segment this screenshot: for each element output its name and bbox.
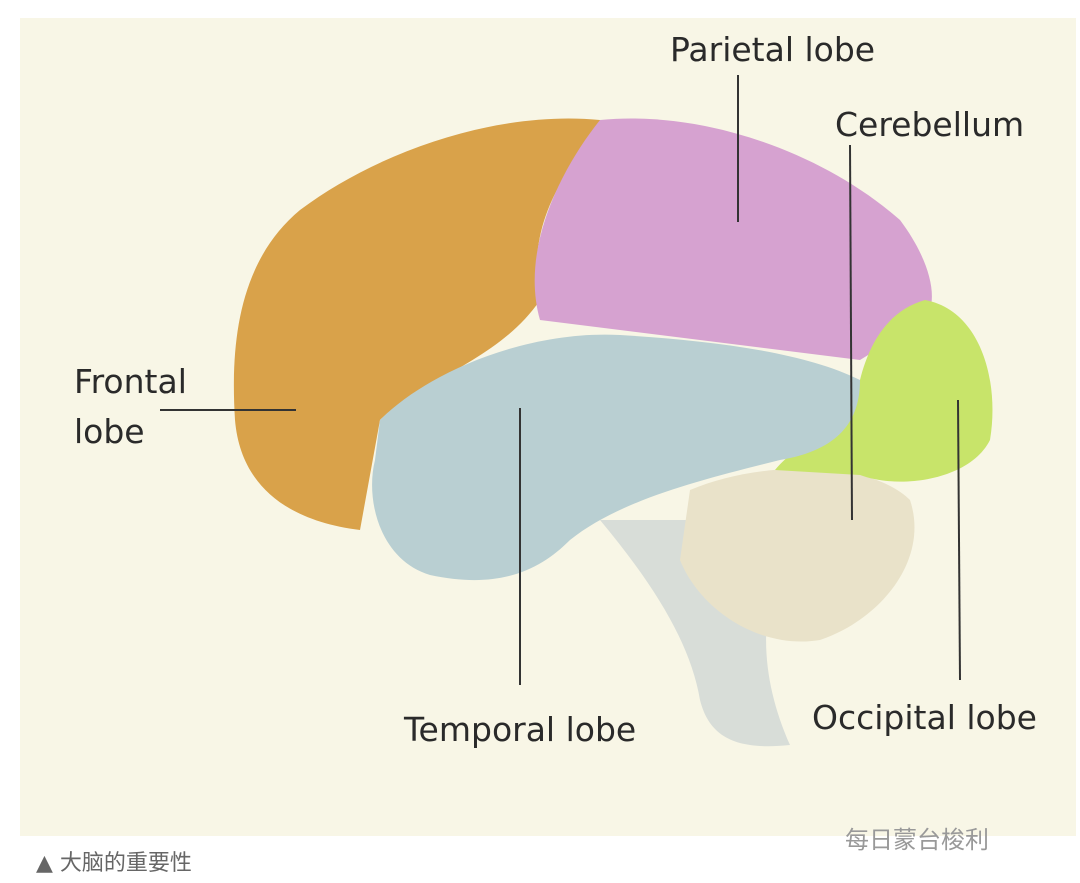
temporal-lobe-label: Temporal lobe (404, 710, 637, 749)
frontal-lobe-label-line1: Frontal (74, 362, 187, 401)
watermark: 每日蒙台梭利 (845, 826, 989, 854)
leader-lines (160, 75, 961, 685)
cerebellum-leader-line (849, 144, 853, 521)
frontal-lobe-label-line2: lobe (74, 412, 145, 451)
temporal-lobe (372, 334, 860, 581)
occipital-lobe-label: Occipital lobe (812, 698, 1037, 737)
figure-caption: ▲ 大脑的重要性 (36, 851, 192, 876)
frontal-lobe (233, 118, 600, 530)
parietal-lobe (534, 118, 932, 361)
cerebellum-label: Cerebellum (835, 105, 1025, 144)
occipital-leader-line (957, 399, 961, 681)
cerebellum (680, 468, 915, 642)
parietal-lobe-label: Parietal lobe (670, 30, 876, 69)
